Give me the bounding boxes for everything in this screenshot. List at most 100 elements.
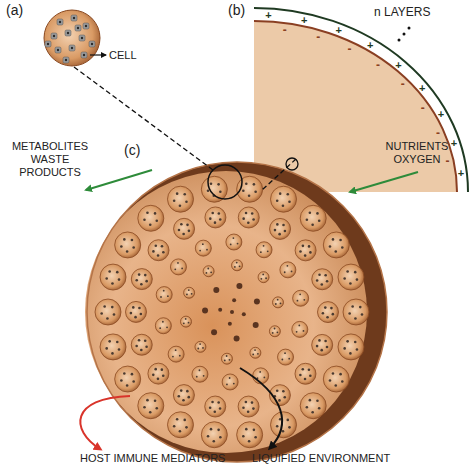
cell bbox=[278, 399, 281, 402]
cell bbox=[330, 307, 333, 310]
cell-aggregate bbox=[173, 385, 194, 406]
cell-aggregate bbox=[213, 287, 219, 293]
cell bbox=[75, 25, 81, 31]
cell bbox=[324, 306, 327, 309]
cell bbox=[126, 250, 129, 253]
charge-sign: + bbox=[335, 24, 341, 36]
cell bbox=[308, 369, 311, 372]
cell-aggregate bbox=[115, 232, 141, 258]
cell bbox=[146, 211, 149, 214]
cell bbox=[309, 211, 312, 214]
cell bbox=[71, 15, 77, 21]
cell bbox=[332, 372, 335, 375]
cell-aggregate bbox=[338, 334, 364, 360]
cell-aggregate bbox=[100, 334, 126, 360]
cell bbox=[354, 271, 357, 274]
efflux-arrow bbox=[86, 170, 152, 190]
cell-aggregate bbox=[232, 260, 243, 271]
cell bbox=[282, 430, 285, 433]
cell-aggregate bbox=[236, 283, 242, 289]
charge-sign: + bbox=[438, 108, 444, 120]
cell bbox=[346, 340, 349, 343]
cell bbox=[152, 250, 155, 253]
cell-aggregate bbox=[256, 242, 272, 258]
cell bbox=[207, 268, 209, 270]
cell bbox=[277, 299, 279, 301]
cell bbox=[105, 277, 108, 280]
cell bbox=[286, 265, 288, 267]
cell bbox=[242, 406, 245, 409]
cell bbox=[306, 218, 309, 221]
cell bbox=[131, 373, 134, 376]
cell bbox=[229, 377, 231, 379]
flow-label: HOST IMMUNE MEDIATORS bbox=[80, 452, 225, 465]
cell bbox=[155, 407, 158, 410]
cell bbox=[332, 313, 335, 316]
cell-aggregate bbox=[205, 396, 226, 417]
cell bbox=[226, 355, 228, 357]
cell bbox=[103, 305, 106, 308]
charge-sign: - bbox=[316, 31, 320, 43]
cell bbox=[263, 377, 265, 379]
cell-nucleus bbox=[71, 47, 73, 49]
cell bbox=[275, 303, 277, 305]
cell bbox=[83, 23, 89, 29]
cell bbox=[45, 41, 51, 47]
cell bbox=[309, 375, 312, 378]
cell-nucleus bbox=[47, 43, 49, 45]
cell-aggregate bbox=[278, 349, 294, 365]
cell bbox=[252, 407, 255, 410]
cell-aggregate bbox=[131, 334, 152, 355]
cell-aggregate bbox=[295, 363, 316, 384]
cell bbox=[339, 373, 342, 376]
cell-aggregate bbox=[138, 393, 164, 419]
charge-sign: + bbox=[451, 137, 457, 149]
cell bbox=[210, 271, 212, 273]
cell-aggregate bbox=[174, 218, 195, 239]
cell bbox=[219, 190, 222, 193]
cell-aggregate bbox=[323, 366, 349, 392]
cell bbox=[162, 321, 164, 323]
cell bbox=[132, 306, 135, 309]
cell bbox=[324, 274, 327, 277]
cell-aggregate bbox=[253, 322, 259, 328]
cell bbox=[242, 435, 245, 438]
cell bbox=[126, 384, 129, 387]
charge-sign: - bbox=[283, 24, 287, 36]
cell bbox=[140, 349, 143, 352]
cell bbox=[203, 375, 205, 377]
cell bbox=[185, 426, 188, 429]
cell-aggregate bbox=[167, 412, 193, 438]
cell-aggregate bbox=[180, 316, 191, 327]
cell-aggregate bbox=[343, 299, 369, 325]
cell bbox=[146, 399, 149, 402]
cell bbox=[138, 339, 141, 342]
influx-arrow bbox=[350, 172, 418, 192]
cell bbox=[162, 374, 165, 377]
inner-layer bbox=[254, 21, 457, 192]
cell bbox=[247, 221, 250, 224]
cell bbox=[183, 193, 186, 196]
cell bbox=[178, 395, 181, 398]
cell bbox=[299, 250, 302, 253]
layer-label: n LAYERS bbox=[374, 6, 430, 19]
cell-aggregate bbox=[192, 366, 208, 382]
cell bbox=[354, 341, 357, 344]
cell bbox=[172, 356, 174, 358]
cell bbox=[245, 182, 248, 185]
cell bbox=[132, 246, 135, 249]
cell bbox=[242, 189, 245, 192]
cell bbox=[179, 355, 181, 357]
cell bbox=[212, 440, 215, 443]
cell bbox=[349, 352, 352, 355]
cell bbox=[217, 401, 220, 404]
cell bbox=[173, 425, 176, 428]
cell bbox=[145, 280, 148, 283]
zoom-circle bbox=[208, 165, 242, 199]
cell-aggregate bbox=[312, 269, 333, 290]
cell-aggregate bbox=[293, 290, 309, 306]
cell bbox=[176, 418, 179, 421]
cell bbox=[224, 359, 226, 361]
cell bbox=[111, 352, 114, 355]
